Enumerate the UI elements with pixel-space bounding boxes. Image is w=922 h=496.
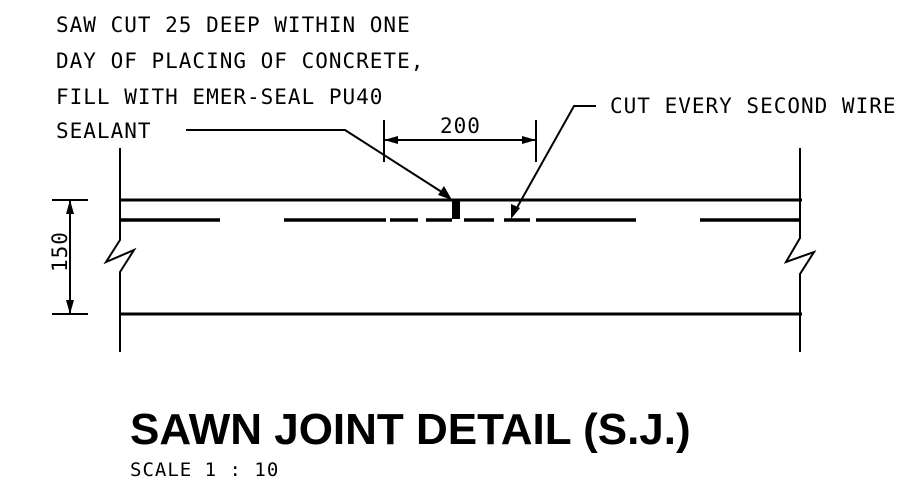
saw-cut-note-line-3: FILL WITH EMER-SEAL PU40: [56, 85, 383, 109]
detail-title: SAWN JOINT DETAIL (S.J.): [130, 405, 691, 454]
saw-cut-note-line-2: DAY OF PLACING OF CONCRETE,: [56, 49, 424, 73]
dimension-200: 200: [383, 114, 537, 162]
slab-left-break: [103, 148, 137, 352]
detail-scale: SCALE 1 : 10: [130, 459, 279, 481]
saw-cut-groove: [452, 199, 460, 219]
saw-cut-leader: [186, 129, 449, 197]
concrete-slab: [103, 148, 817, 352]
saw-cut-note-line-4: SEALANT: [56, 119, 152, 143]
saw-cut-leader-arrow: [438, 186, 452, 200]
dimension-150: 150: [48, 199, 88, 315]
dimension-150-label: 150: [48, 231, 72, 272]
wire-leader: [513, 105, 596, 214]
saw-cut-note-line-1: SAW CUT 25 DEEP WITHIN ONE: [56, 13, 411, 37]
wire-note: CUT EVERY SECOND WIRE: [610, 94, 897, 118]
dimension-200-label: 200: [440, 114, 481, 138]
wire-leader-arrow: [511, 204, 520, 219]
slab-right-break: [783, 148, 817, 352]
saw-cut-note: SAW CUT 25 DEEP WITHIN ONE DAY OF PLACIN…: [56, 13, 424, 143]
